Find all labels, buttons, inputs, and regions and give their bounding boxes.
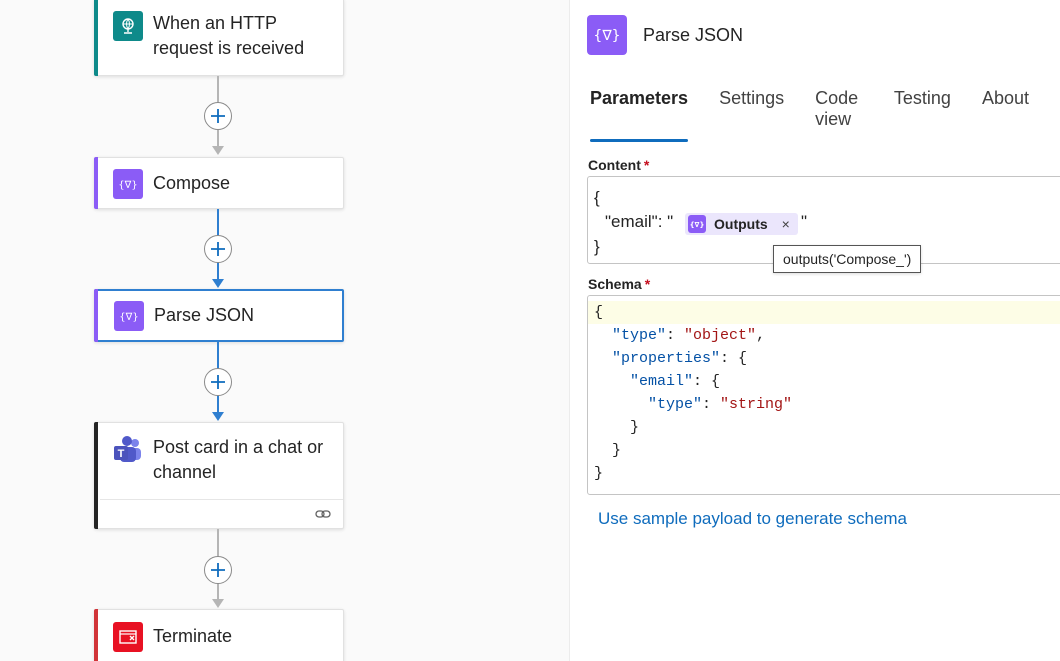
json-punctuation: ,	[756, 327, 766, 344]
plus-icon	[211, 563, 225, 577]
schema-editor[interactable]: { "type": "object", "properties": { "ema…	[587, 295, 1060, 495]
tab-code-view[interactable]: Code view	[815, 88, 859, 129]
token-tooltip: outputs('Compose_')	[773, 245, 922, 273]
required-marker: *	[644, 276, 651, 292]
svg-text:T: T	[118, 448, 125, 460]
node-accent	[94, 157, 98, 209]
panel-title[interactable]: Parse JSON	[643, 25, 744, 45]
plus-icon	[211, 375, 225, 389]
json-punctuation: :	[666, 327, 685, 344]
node-accent	[94, 289, 98, 342]
flow-node-parse-json[interactable]: {∇} Parse JSON	[94, 289, 344, 342]
current-line-highlight	[588, 301, 1060, 324]
schema-line: }	[594, 416, 639, 439]
json-string: "string"	[720, 396, 793, 413]
panel-tabs: Parameters Settings Code view Testing Ab…	[590, 88, 1060, 142]
plus-icon	[211, 109, 225, 123]
json-key: "type"	[648, 396, 703, 413]
connector-arrow	[212, 412, 224, 421]
node-accent	[94, 422, 98, 529]
connection-link-icon[interactable]	[315, 508, 331, 520]
tab-parameters[interactable]: Parameters	[590, 88, 689, 142]
node-title: When an HTTP request is received	[153, 11, 304, 61]
content-line: }	[594, 237, 600, 256]
plus-icon	[211, 242, 225, 256]
terminate-icon	[113, 622, 143, 652]
schema-line: }	[594, 462, 603, 485]
content-line: "	[801, 212, 808, 231]
flow-node-terminate[interactable]: Terminate	[94, 609, 344, 661]
data-operation-icon: {∇}	[114, 301, 144, 331]
schema-line: "properties": {	[594, 347, 747, 370]
token-label: Outputs	[714, 216, 768, 232]
node-accent	[94, 0, 98, 76]
connector-arrow	[212, 599, 224, 608]
json-key: "type"	[612, 327, 667, 344]
connector-arrow	[212, 279, 224, 288]
svg-text:{∇}: {∇}	[119, 180, 137, 191]
json-punctuation: {	[594, 304, 604, 321]
node-accent	[94, 609, 98, 661]
node-title-line1: When an HTTP	[153, 13, 278, 33]
node-title-line2: request is received	[153, 38, 305, 58]
flow-node-http-trigger[interactable]: When an HTTP request is received	[94, 0, 344, 76]
json-punctuation: }	[594, 465, 604, 482]
content-label: Content*	[588, 157, 649, 173]
content-label-text: Content	[588, 157, 641, 173]
json-punctuation: }	[630, 419, 640, 436]
node-footer	[100, 499, 343, 529]
json-punctuation: : {	[720, 350, 748, 367]
node-title-line1: Post card in a chat or	[153, 437, 324, 457]
generate-schema-link[interactable]: Use sample payload to generate schema	[598, 509, 908, 528]
flow-node-post-card[interactable]: T Post card in a chat or channel	[94, 422, 344, 529]
schema-line: "email": {	[594, 370, 720, 393]
flow-canvas: When an HTTP request is received {∇} Com…	[94, 0, 344, 661]
svg-text:{∇}: {∇}	[594, 28, 620, 44]
node-title: Post card in a chat or channel	[153, 435, 323, 499]
remove-token-button[interactable]: ×	[781, 216, 790, 232]
add-step-button[interactable]	[204, 556, 232, 584]
json-punctuation: :	[702, 396, 721, 413]
schema-line: }	[594, 439, 621, 462]
add-step-button[interactable]	[204, 102, 232, 130]
json-key: "email"	[630, 373, 694, 390]
add-step-button[interactable]	[204, 368, 232, 396]
json-key: "properties"	[612, 350, 721, 367]
content-line: {	[594, 188, 600, 207]
node-title: Terminate	[153, 626, 233, 646]
svg-text:{∇}: {∇}	[120, 312, 138, 323]
teams-icon: T	[113, 435, 143, 465]
add-step-button[interactable]	[204, 235, 232, 263]
data-operation-icon: {∇}	[113, 169, 143, 199]
dynamic-content-token[interactable]: {∇} Outputs ×	[685, 213, 798, 235]
node-title: Compose	[153, 173, 231, 193]
schema-line: {	[594, 301, 603, 324]
data-operation-icon: {∇}	[688, 215, 706, 233]
svg-text:{∇}: {∇}	[690, 221, 704, 229]
http-request-icon	[113, 11, 143, 41]
schema-label-text: Schema	[588, 276, 642, 292]
schema-label: Schema*	[588, 276, 650, 292]
json-punctuation: }	[612, 442, 622, 459]
schema-line: "type": "string"	[594, 393, 792, 416]
schema-line: "type": "object",	[594, 324, 765, 347]
data-operation-icon: {∇}	[587, 15, 627, 55]
content-line: "email": "	[605, 212, 674, 231]
node-title-line2: channel	[153, 462, 217, 482]
tab-testing[interactable]: Testing	[893, 88, 951, 108]
panel-divider	[569, 0, 570, 661]
connector-arrow	[212, 146, 224, 155]
node-title: Parse JSON	[154, 305, 255, 325]
node-header: T Post card in a chat or channel	[95, 423, 343, 499]
tab-settings[interactable]: Settings	[719, 88, 785, 108]
flow-node-compose[interactable]: {∇} Compose	[94, 157, 344, 209]
required-marker: *	[643, 157, 650, 173]
json-string: "object"	[684, 327, 757, 344]
json-punctuation: : {	[693, 373, 721, 390]
tab-about[interactable]: About	[981, 88, 1029, 108]
